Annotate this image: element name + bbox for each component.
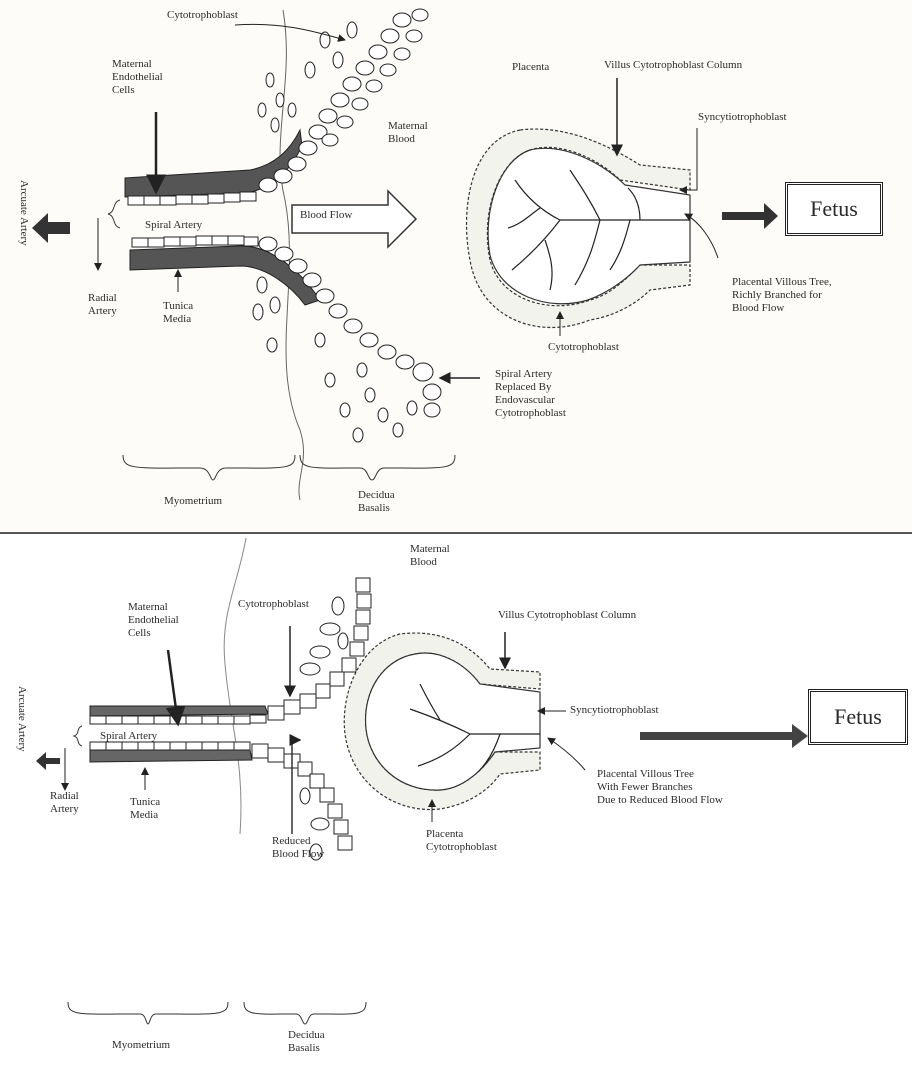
- label-placenta-cyto: Placenta Cytotrophoblast: [426, 828, 497, 854]
- label-tunica-media: Tunica Media: [130, 796, 160, 822]
- arcuate-outflow-arrow: [32, 213, 70, 243]
- villous-tree-pointer: [548, 738, 585, 770]
- label-maternal-endothelial: Maternal Endothelial Cells: [112, 58, 163, 97]
- arcuate-outflow-arrow: [36, 752, 60, 770]
- lower-endothelial-cells: [132, 236, 258, 247]
- label-decidua: Decidua Basalis: [358, 489, 395, 515]
- bottom-panel-reduced-flow: Maternal Blood Maternal Endothelial Cell…: [0, 534, 912, 1082]
- myometrium-brace-lower: [68, 1002, 228, 1024]
- spiral-artery-bracket: [108, 200, 120, 228]
- label-spiral-artery: Spiral Artery: [145, 219, 202, 232]
- label-myometrium: Myometrium: [112, 1039, 170, 1052]
- spiral-artery-upper-wall: [90, 706, 268, 716]
- label-villus-column: Villus Cytotrophoblast Column: [498, 609, 636, 622]
- myometrium-brace: [123, 455, 295, 480]
- label-cytotrophoblast-top: Cytotrophoblast: [167, 9, 238, 22]
- label-reduced-flow: Reduced Blood Flow: [272, 835, 324, 861]
- label-replaced: Spiral Artery Replaced By Endovascular C…: [495, 368, 566, 420]
- label-tunica-media: Tunica Media: [163, 300, 193, 326]
- fetus-box-top: Fetus: [785, 182, 883, 236]
- label-maternal-blood: Maternal Blood: [388, 120, 428, 146]
- decidua-brace: [244, 1002, 366, 1024]
- label-blood-flow: Blood Flow: [300, 209, 352, 222]
- top-panel-normal-placentation: Cytotrophoblast Maternal Endothelial Cel…: [0, 0, 912, 534]
- label-arcuate-artery: Arcuate Artery: [18, 180, 30, 246]
- label-radial-artery: Radial Artery: [50, 790, 79, 816]
- label-maternal-endothelial: Maternal Endothelial Cells: [128, 601, 179, 640]
- to-fetus-arrow: [722, 203, 778, 229]
- label-maternal-blood: Maternal Blood: [410, 543, 450, 569]
- label-spiral-artery: Spiral Artery: [100, 730, 157, 743]
- fetus-box-bottom: Fetus: [808, 689, 908, 745]
- scattered-trophoblast-cells-upper: [258, 22, 357, 132]
- label-villous-tree: Placental Villous Tree, Richly Branched …: [732, 276, 832, 315]
- label-cytotrophoblast: Cytotrophoblast: [238, 598, 309, 611]
- label-syncytiotrophoblast: Syncytiotrophoblast: [698, 111, 787, 124]
- tissue-boundary-line: [224, 538, 246, 834]
- label-radial-artery: Radial Artery: [88, 292, 117, 318]
- label-villous-tree: Placental Villous Tree With Fewer Branch…: [597, 768, 723, 807]
- placenta-villous-structure: [467, 129, 690, 327]
- label-myometrium: Myometrium: [164, 495, 222, 508]
- label-decidua: Decidua Basalis: [288, 1029, 325, 1055]
- decidua-brace: [300, 455, 455, 480]
- label-villus-column: Villus Cytotrophoblast Column: [604, 59, 742, 72]
- to-fetus-arrow: [640, 724, 808, 748]
- label-arcuate-artery: Arcuate Artery: [16, 686, 28, 752]
- scattered-trophoblast-cells-lower: [253, 277, 417, 442]
- label-syncytiotrophoblast: Syncytiotrophoblast: [570, 704, 659, 717]
- spiral-artery-lower-wall: [90, 750, 252, 762]
- lower-endothelial-cells: [90, 742, 250, 750]
- placenta-villous-structure: [344, 633, 540, 809]
- spiral-artery-bracket: [74, 726, 82, 746]
- label-cytotrophoblast-bottom: Cytotrophoblast: [548, 341, 619, 354]
- label-placenta: Placenta: [512, 61, 549, 74]
